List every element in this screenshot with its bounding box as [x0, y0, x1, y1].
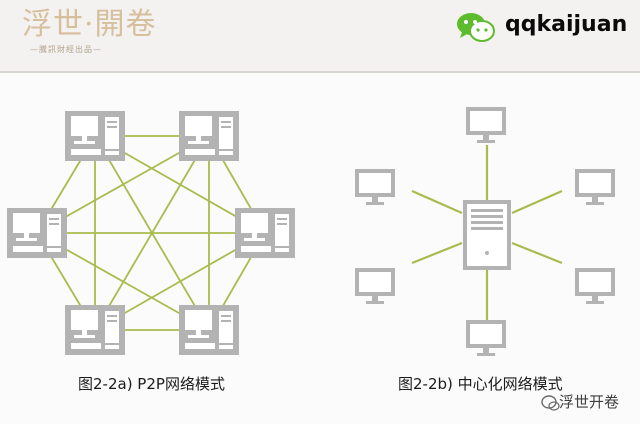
p2p-node [235, 208, 295, 258]
server-icon [463, 200, 511, 270]
p2p-links [36, 135, 266, 331]
wechat-icon [457, 13, 495, 42]
p2p-caption: 图2-2a) P2P网络模式 [78, 375, 225, 393]
account-name: qqkaijuan [505, 12, 628, 37]
p2p-node [65, 305, 125, 355]
central-node [575, 169, 615, 205]
header-divider [0, 71, 640, 73]
brand-title: 浮世·開卷 [22, 7, 157, 42]
central-node [355, 268, 395, 304]
brand-logo: 浮世·開卷 —騰訊財經出品— [22, 8, 157, 55]
brand-subtitle: —騰訊財經出品— [30, 45, 102, 54]
header-bar [0, 0, 640, 71]
central-caption: 图2-2b) 中心化网络模式 [398, 375, 563, 393]
central-node [575, 268, 615, 304]
watermark-text: 浮世开卷 [559, 393, 620, 411]
p2p-node [65, 111, 125, 161]
network-diagrams [7, 107, 615, 356]
central-node [466, 107, 506, 143]
p2p-node [179, 111, 239, 161]
central-node [355, 169, 395, 205]
central-links [411, 145, 563, 320]
central-node [466, 320, 506, 356]
p2p-node [179, 305, 239, 355]
watermark-icon [541, 395, 560, 411]
p2p-node [7, 208, 67, 258]
